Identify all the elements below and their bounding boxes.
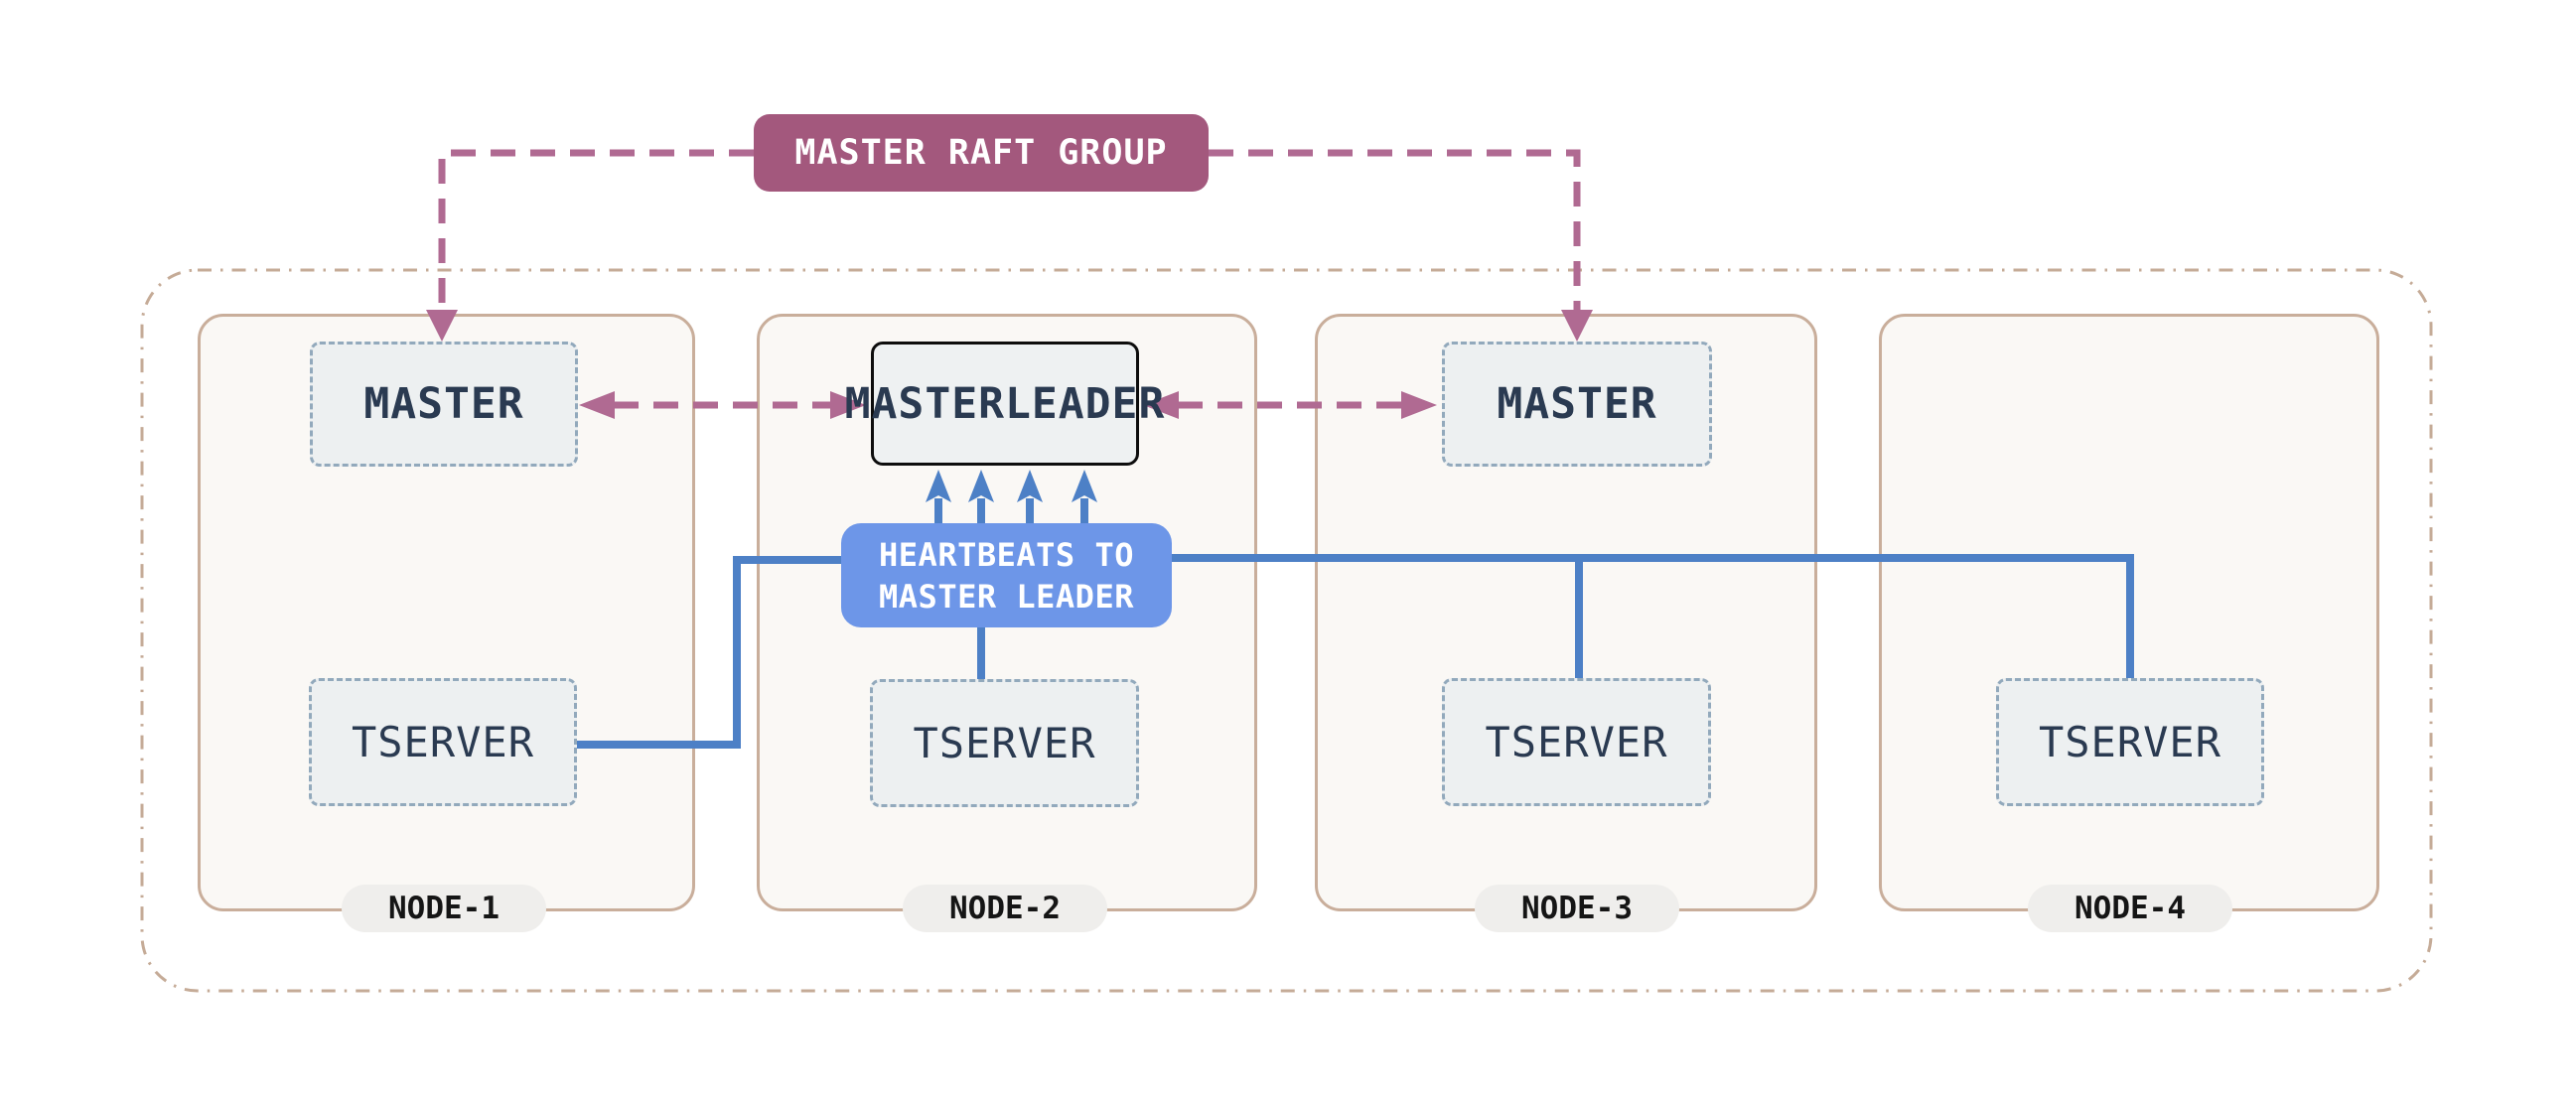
node-4-name-pill: NODE-4 <box>2028 885 2232 932</box>
node-1-master-label: MASTER <box>363 379 524 429</box>
node-3-name-pill: NODE-3 <box>1475 885 1679 932</box>
node-3-master-box: MASTER <box>1442 342 1712 467</box>
node-4-tserver-box: TSERVER <box>1996 678 2264 806</box>
node-3-master-label: MASTER <box>1497 379 1657 429</box>
node-1-master-box: MASTER <box>310 342 578 467</box>
node-4-tserver-label: TSERVER <box>2038 718 2221 766</box>
master-raft-group-badge: MASTER RAFT GROUP <box>754 114 1209 192</box>
master-raft-group-label: MASTER RAFT GROUP <box>794 133 1168 173</box>
node-3-tserver-box: TSERVER <box>1442 678 1711 806</box>
node-2-tserver-label: TSERVER <box>913 719 1096 767</box>
master-leader-label-line2: LEADER <box>1005 378 1166 429</box>
node-2-tserver-box: TSERVER <box>870 679 1139 807</box>
node-3-name: NODE-3 <box>1521 891 1633 926</box>
heartbeats-label-line1: HEARTBEATS TO <box>879 535 1134 574</box>
node-1-name: NODE-1 <box>388 891 500 926</box>
master-leader-box: MASTER LEADER <box>845 342 1164 466</box>
node-1-tserver-label: TSERVER <box>351 718 534 766</box>
node-1-name-pill: NODE-1 <box>342 885 546 932</box>
master-leader-label-line1: MASTER <box>844 378 1005 429</box>
node-4-name: NODE-4 <box>2075 891 2186 926</box>
node-3-tserver-label: TSERVER <box>1485 718 1668 766</box>
heartbeats-label-line2: MASTER LEADER <box>879 577 1134 616</box>
heartbeats-badge: HEARTBEATS TO MASTER LEADER <box>841 523 1172 627</box>
node-2-name-pill: NODE-2 <box>903 885 1107 932</box>
node-2-name: NODE-2 <box>949 891 1061 926</box>
node-1-tserver-box: TSERVER <box>309 678 577 806</box>
